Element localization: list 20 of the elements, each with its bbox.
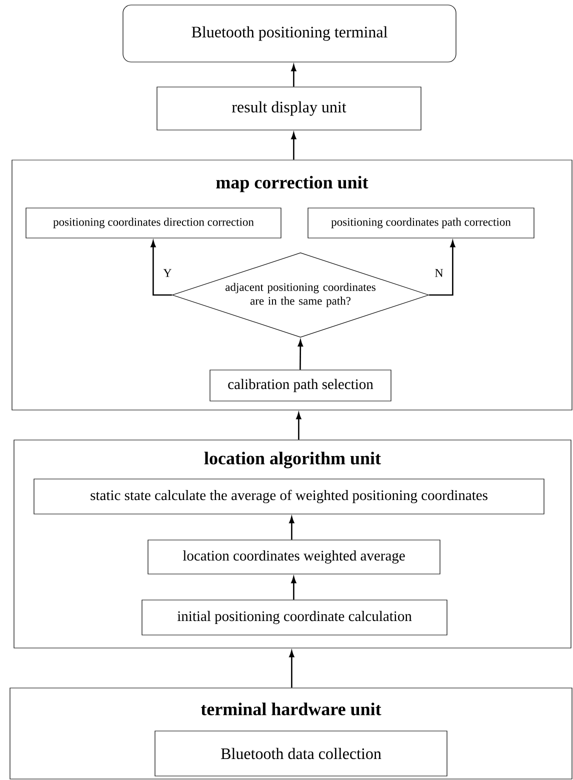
arrow xyxy=(289,650,294,688)
process-box: positioning coordinates path correction xyxy=(308,208,534,238)
arrow xyxy=(429,240,456,296)
process-box: static state calculate the average of weighted positioning coordinates xyxy=(34,478,544,514)
edge-label: Y xyxy=(162,268,173,278)
arrow xyxy=(291,64,296,87)
arrow xyxy=(291,132,296,160)
arrow xyxy=(298,340,303,370)
arrow xyxy=(289,516,294,540)
arrow xyxy=(296,412,302,440)
process-box: initial positioning coordinate calculation xyxy=(142,600,448,636)
process-box: positioning coordinates direction correction xyxy=(26,208,282,238)
process-box: calibration path selection xyxy=(210,370,392,402)
process-box: result display unit xyxy=(156,86,422,130)
arrow xyxy=(150,240,172,296)
arrow xyxy=(291,576,296,600)
terminal-box: Bluetooth positioning terminal xyxy=(122,4,456,62)
edge-label: N xyxy=(434,268,444,278)
process-box: location coordinates weighted average xyxy=(148,540,440,574)
process-box: Bluetooth data collection xyxy=(154,730,448,776)
